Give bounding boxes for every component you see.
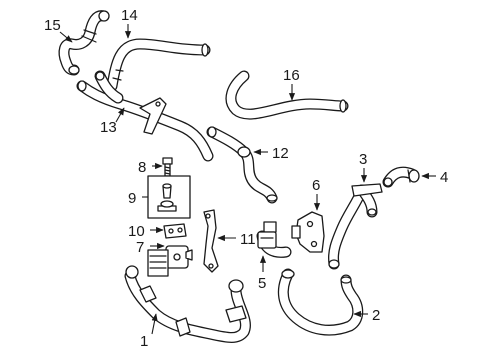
part-3-pipe <box>328 183 383 270</box>
part-8-bolt <box>162 157 173 177</box>
part-6-bracket <box>291 211 325 253</box>
callout-5: 5 <box>258 255 266 292</box>
callout-10: 10 <box>128 223 164 240</box>
callout-13: 13 <box>100 107 125 136</box>
callout-12-label: 12 <box>272 145 289 162</box>
callout-4-label: 4 <box>440 169 448 186</box>
callout-7-label: 7 <box>136 239 144 256</box>
callout-1-label: 1 <box>140 333 148 350</box>
callout-6-label: 6 <box>312 177 320 194</box>
callout-15-label: 15 <box>44 17 61 34</box>
part-1-hose <box>124 265 251 343</box>
callout-14: 14 <box>121 7 138 39</box>
callout-2-label: 2 <box>372 307 380 324</box>
callout-13-label: 13 <box>100 119 117 136</box>
callout-10-label: 10 <box>128 223 145 240</box>
callout-12: 12 <box>253 145 289 162</box>
part-4-hose <box>382 166 420 188</box>
callout-8-label: 8 <box>138 159 146 176</box>
part-13-pipe <box>76 70 214 162</box>
callout-15: 15 <box>44 17 73 43</box>
callout-8: 8 <box>138 159 163 176</box>
callout-9: 9 <box>128 190 148 207</box>
part-9-grommets <box>147 175 191 219</box>
part-5-valve <box>256 221 292 258</box>
callout-14-label: 14 <box>121 7 138 24</box>
part-14-hose <box>106 38 211 92</box>
part-7-pump <box>147 245 193 277</box>
callout-3-label: 3 <box>359 151 367 168</box>
callout-5-label: 5 <box>258 275 266 292</box>
part-12-hose <box>206 126 278 204</box>
callout-9-label: 9 <box>128 190 136 207</box>
callout-3: 3 <box>359 151 367 183</box>
callout-16-label: 16 <box>283 67 300 84</box>
part-2-hose <box>277 268 364 336</box>
part-11-bracket <box>203 209 219 273</box>
part-15-hose <box>58 10 110 76</box>
part-10-bracket <box>163 223 187 239</box>
callout-7: 7 <box>136 239 165 256</box>
callout-16: 16 <box>283 67 300 101</box>
callout-11-label: 11 <box>240 231 256 248</box>
callout-2: 2 <box>353 307 380 324</box>
callout-1: 1 <box>140 313 158 350</box>
callout-6: 6 <box>312 177 320 211</box>
part-16-hose <box>225 70 349 120</box>
callout-4: 4 <box>421 169 448 186</box>
callout-11: 11 <box>217 231 256 248</box>
